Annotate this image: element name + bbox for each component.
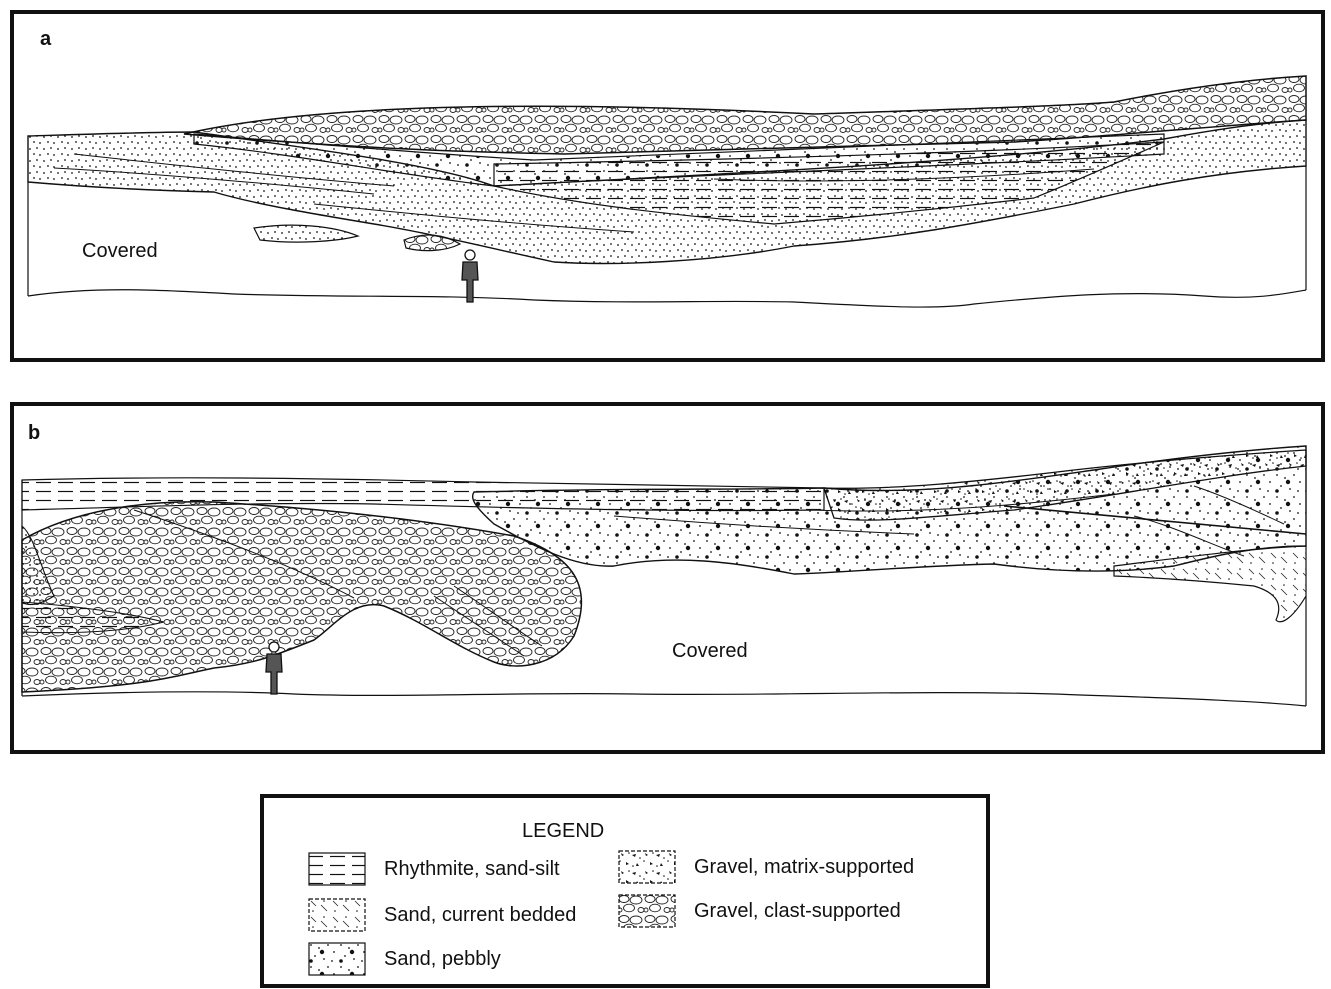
legend-item-gravel-clast: Gravel, clast-supported <box>618 894 901 928</box>
panel-letter: b <box>28 422 40 445</box>
sand-pebbly-swatch-icon <box>308 942 366 976</box>
covered-label: Covered <box>672 640 748 663</box>
legend-item-label: Gravel, clast-supported <box>694 900 901 923</box>
legend-item-label: Gravel, matrix-supported <box>694 856 914 879</box>
legend-item-label: Sand, current bedded <box>384 904 576 927</box>
outcrop-panel-b: b Covered <box>10 402 1325 754</box>
legend-item-rhythmite: Rhythmite, sand-silt <box>308 852 560 886</box>
sand-current-swatch-icon <box>308 898 366 932</box>
outcrop-a-drawing <box>14 14 1321 358</box>
gravel-matrix-swatch-icon <box>618 850 676 884</box>
legend-item-sand-pebbly: Sand, pebbly <box>308 942 501 976</box>
covered-label: Covered <box>82 240 158 263</box>
outcrop-b-drawing <box>14 406 1321 750</box>
panel-letter: a <box>40 28 51 51</box>
gravel-clast-swatch-icon <box>618 894 676 928</box>
legend-item-label: Sand, pebbly <box>384 948 501 971</box>
person-scale-icon <box>462 250 478 302</box>
gravel-clast-unit <box>22 502 582 692</box>
outcrop-panel-a: a Covered <box>10 10 1325 362</box>
detached-block <box>254 225 358 242</box>
legend-item-label: Rhythmite, sand-silt <box>384 858 560 881</box>
covered-base-line <box>22 692 1306 706</box>
legend-item-gravel-matrix: Gravel, matrix-supported <box>618 850 914 884</box>
legend-box: LEGEND Rhythmite, sand-silt Sand, curren… <box>260 794 990 988</box>
legend-title: LEGEND <box>522 820 604 843</box>
legend-item-sand-current: Sand, current bedded <box>308 898 576 932</box>
rhythmite-swatch-icon <box>308 852 366 886</box>
covered-base-line <box>28 290 1306 307</box>
